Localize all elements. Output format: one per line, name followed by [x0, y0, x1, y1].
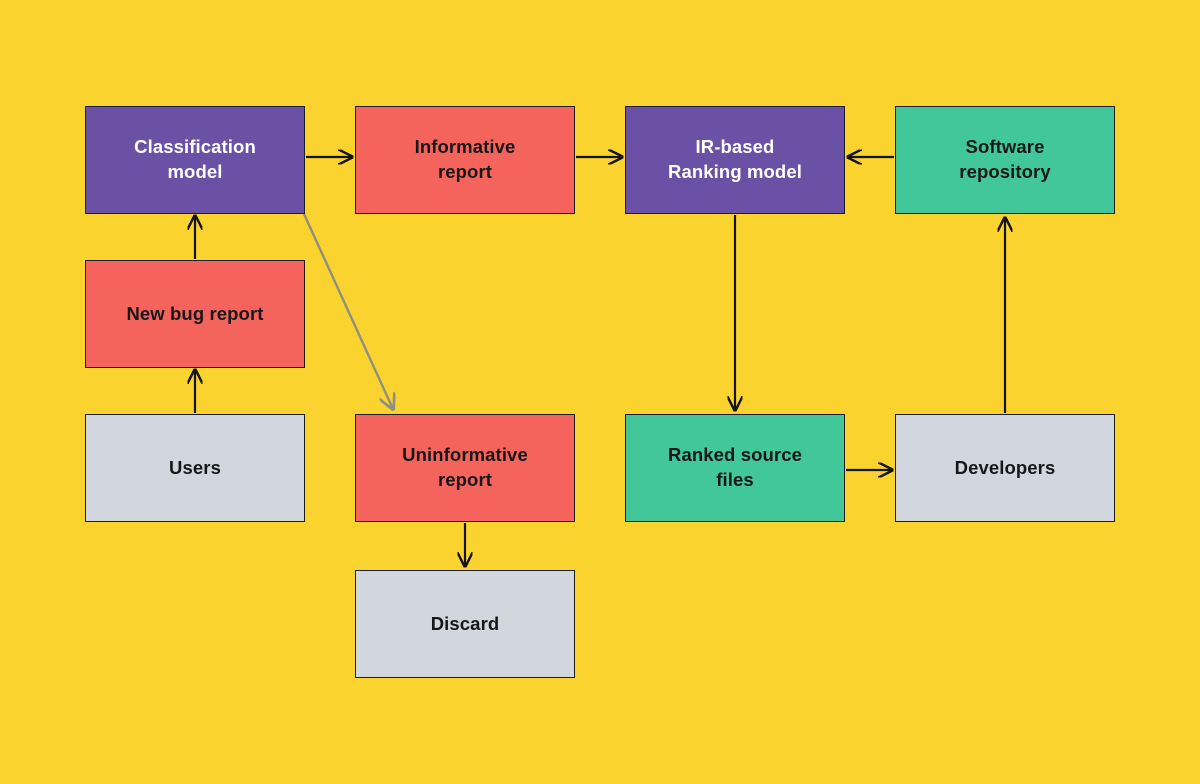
- node-label: Uninformative report: [402, 444, 528, 490]
- node-label: Ranked source files: [668, 444, 802, 490]
- node-classification-model[interactable]: Classification model: [85, 106, 305, 214]
- node-ranked-source-files[interactable]: Ranked source files: [625, 414, 845, 522]
- node-uninformative-report[interactable]: Uninformative report: [355, 414, 575, 522]
- node-informative-report[interactable]: Informative report: [355, 106, 575, 214]
- node-label: Classification model: [134, 136, 256, 182]
- node-label: Discard: [430, 612, 500, 634]
- node-discard[interactable]: Discard: [355, 570, 575, 678]
- node-label: IR-based Ranking model: [668, 136, 802, 182]
- node-new-bug-report[interactable]: New bug report: [85, 260, 305, 368]
- node-users[interactable]: Users: [85, 414, 305, 522]
- node-label: Users: [169, 456, 221, 478]
- node-ir-based-ranking-model[interactable]: IR-based Ranking model: [625, 106, 845, 214]
- node-software-repository[interactable]: Software repository: [895, 106, 1115, 214]
- node-developers[interactable]: Developers: [895, 414, 1115, 522]
- node-label: Informative report: [414, 136, 516, 182]
- edge-classification-model-to-uninformative-report: [302, 213, 393, 409]
- node-label: New bug report: [126, 302, 264, 324]
- node-label: Developers: [954, 456, 1056, 478]
- node-label: Software repository: [959, 136, 1051, 182]
